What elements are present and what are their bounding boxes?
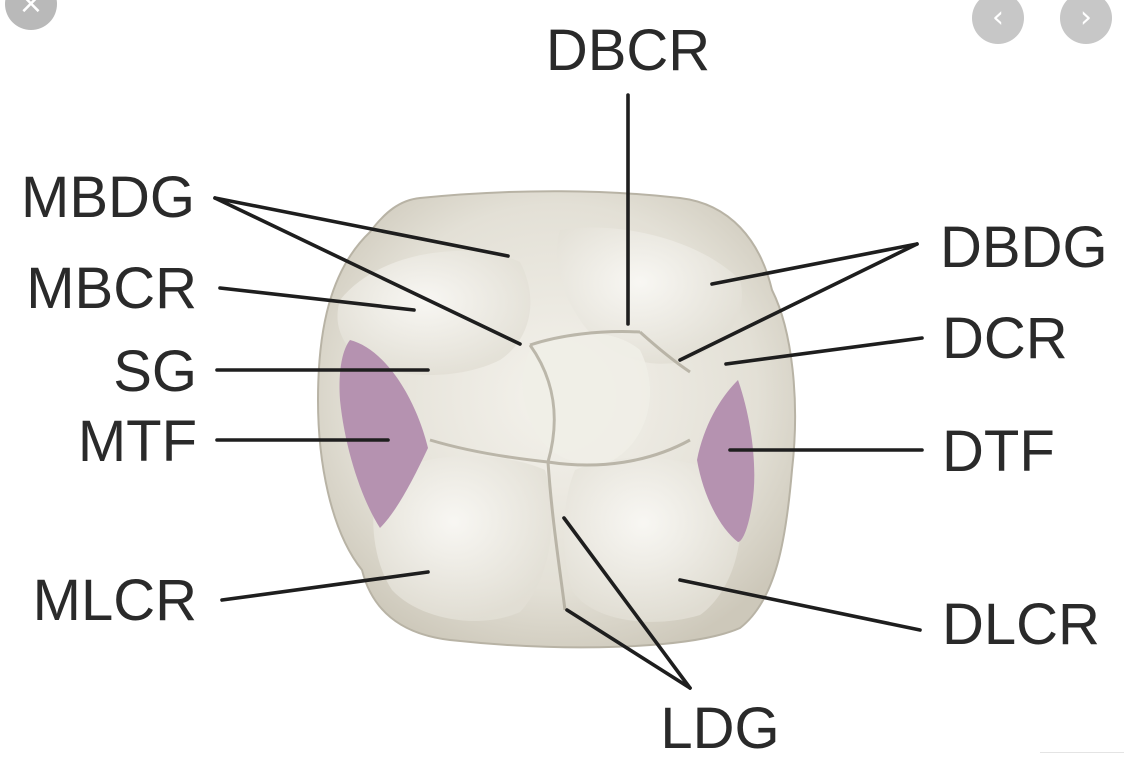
chevron-left-icon: ‹ [992, 0, 1004, 35]
label-dtf: DTF [942, 419, 1055, 484]
chevron-right-icon: › [1080, 0, 1092, 35]
label-mtf: MTF [78, 409, 197, 474]
label-mbcr: MBCR [26, 256, 197, 321]
close-icon: × [18, 0, 43, 21]
label-mbdg: MBDG [21, 165, 195, 230]
label-mlcr: MLCR [33, 568, 197, 633]
label-dbdg: DBDG [940, 215, 1108, 280]
label-ldg: LDG [660, 696, 779, 757]
label-dlcr: DLCR [942, 592, 1100, 657]
label-sg: SG [113, 339, 197, 404]
label-dbcr: DBCR [546, 18, 710, 83]
label-dcr: DCR [942, 306, 1068, 371]
divider [1040, 752, 1124, 753]
